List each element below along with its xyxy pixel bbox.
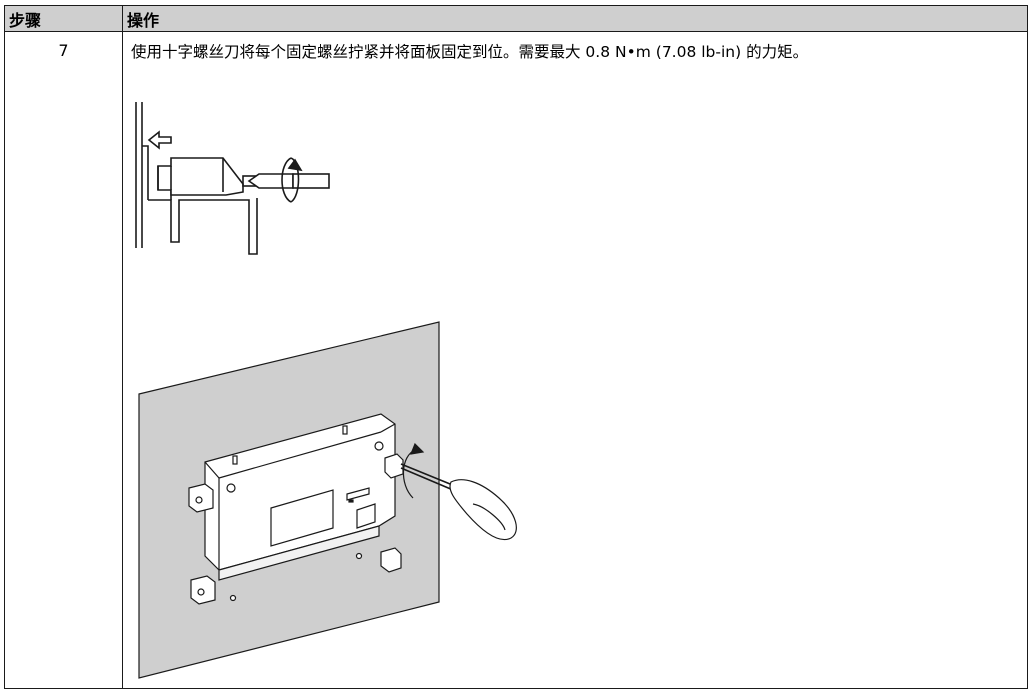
table-row: 7 使用十字螺丝刀将每个固定螺丝拧紧并将面板固定到位。需要最大 0.8 N•m … <box>4 31 1028 689</box>
step-instruction: 使用十字螺丝刀将每个固定螺丝拧紧并将面板固定到位。需要最大 0.8 N•m (7… <box>131 43 809 61</box>
screw-tightening-section-diagram <box>135 102 330 255</box>
step-number: 7 <box>4 31 123 689</box>
header-row: 步骤 操作 <box>4 5 1028 32</box>
step-action-cell: 使用十字螺丝刀将每个固定螺丝拧紧并将面板固定到位。需要最大 0.8 N•m (7… <box>122 31 1028 689</box>
panel-mounting-illustration <box>138 321 517 679</box>
header-step: 步骤 <box>4 5 123 32</box>
header-action: 操作 <box>122 5 1028 32</box>
procedure-table: 步骤 操作 7 使用十字螺丝刀将每个固定螺丝拧紧并将面板固定到位。需要最大 0.… <box>4 5 1028 689</box>
